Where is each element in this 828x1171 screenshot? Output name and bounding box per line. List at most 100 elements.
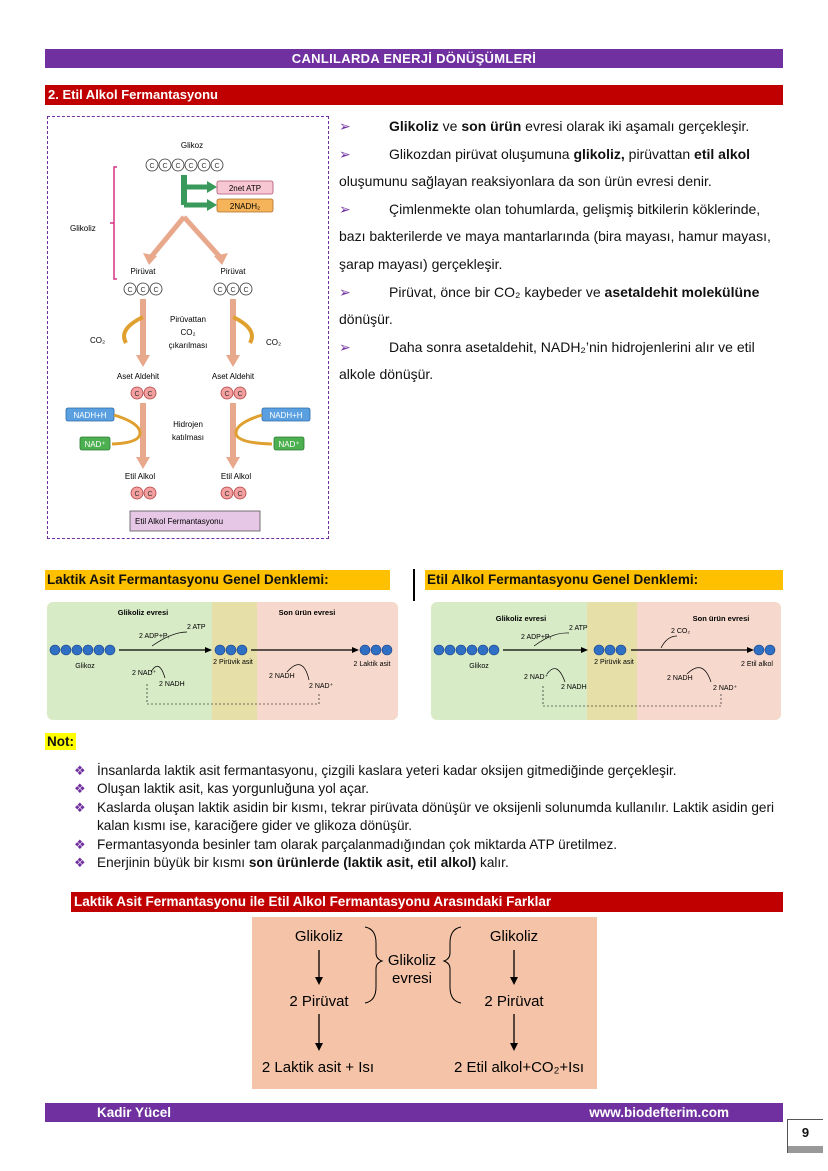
left-brace [364, 926, 384, 1004]
svg-text:Hidrojen: Hidrojen [173, 420, 203, 429]
diamond-bullet-icon: ❖ [74, 855, 86, 871]
diamond-bullet-icon: ❖ [74, 781, 86, 797]
svg-text:Glikoz: Glikoz [469, 663, 489, 670]
bullet-item: ➢Daha sonra asetaldehit, NADH₂’nin hidro… [339, 334, 779, 389]
section-title: 2. Etil Alkol Fermantasyonu [45, 85, 783, 105]
etil-right-label: Etil Alkol [221, 472, 251, 481]
diff-glikoliz-left: Glikoliz [295, 928, 343, 945]
svg-text:2 Pirüvik asit: 2 Pirüvik asit [594, 659, 634, 666]
diagram-caption-box [129, 510, 261, 532]
co2-left-label: CO₂ [90, 336, 105, 345]
diff-piruvat-left: 2 Pirüvat [289, 993, 349, 1010]
etil-molecules [130, 486, 247, 500]
svg-text:2 Laktik asit: 2 Laktik asit [354, 661, 391, 668]
lactic-equation-title: Laktik Asit Fermantasyonu Genel Denklemi… [45, 570, 390, 590]
svg-text:C: C [188, 163, 193, 170]
co2-arrow-right [232, 315, 254, 344]
lactic-equation-figure: Glikoliz evresi Son ürün evresi Glikoz 2… [47, 602, 398, 720]
svg-text:2 NAD⁺: 2 NAD⁺ [713, 685, 738, 692]
svg-text:C: C [127, 287, 132, 294]
diff-etil-result: 2 Etil alkol+CO₂+Isı [454, 1059, 584, 1076]
diamond-bullet-icon: ❖ [74, 836, 86, 852]
split-arrow-right [182, 215, 222, 259]
svg-text:2 NAD⁺: 2 NAD⁺ [132, 670, 157, 677]
etil-left-label: Etil Alkol [125, 472, 155, 481]
svg-text:Son ürün evresi: Son ürün evresi [279, 608, 336, 617]
svg-text:2 ADP+Pᵢ: 2 ADP+Pᵢ [521, 634, 551, 641]
svg-text:2 NAD⁺: 2 NAD⁺ [524, 674, 549, 681]
svg-text:NADH+H: NADH+H [269, 411, 302, 420]
site-url: www.biodefterim.com [589, 1105, 729, 1120]
co2-arrow-left [122, 315, 144, 344]
svg-text:NADH+H: NADH+H [73, 411, 106, 420]
bullet-item: ➢Çimlenmekte olan tohumlarda, gelişmiş b… [339, 196, 779, 279]
list-item: ❖Oluşan laktik asit, kas yorgunluğuna yo… [74, 780, 784, 798]
split-arrow-left [149, 215, 186, 259]
svg-text:katılması: katılması [172, 433, 204, 442]
svg-text:Glikoliz evresi: Glikoliz evresi [118, 608, 168, 617]
aset-right-label: Aset Aldehit [212, 372, 255, 381]
list-item: ❖İnsanlarda laktik asit fermantasyonu, ç… [74, 762, 784, 780]
svg-text:C: C [153, 287, 158, 294]
arrow-icon: ➢ [339, 283, 351, 300]
svg-text:NAD⁺: NAD⁺ [278, 440, 299, 449]
nadh-h-right-badge [261, 407, 311, 422]
svg-text:C: C [243, 287, 248, 294]
arrow-icon: ➢ [339, 200, 351, 217]
aset-molecules [130, 386, 247, 400]
svg-text:Glikoliz evresi: Glikoliz evresi [496, 614, 546, 623]
co2-right-label: CO₂ [266, 338, 281, 347]
glikoliz-brace [113, 166, 117, 280]
list-item: ❖Fermantasyonda besinler tam olarak parç… [74, 836, 784, 854]
svg-text:C: C [175, 163, 180, 170]
svg-text:C: C [162, 163, 167, 170]
svg-text:C: C [237, 491, 242, 498]
svg-text:C: C [217, 287, 222, 294]
diamond-bullet-icon: ❖ [74, 763, 86, 778]
bullet-item: ➢Pirüvat, önce bir CO₂ kaybeder ve aseta… [339, 279, 779, 334]
nadh-h-left-badge [65, 407, 115, 422]
svg-text:2 ADP+Pᵢ: 2 ADP+Pᵢ [139, 633, 169, 640]
svg-text:2 NADH: 2 NADH [269, 673, 295, 680]
page-footer: Kadir Yücel www.biodefterim.com [45, 1103, 783, 1122]
author-name: Kadir Yücel [97, 1105, 172, 1120]
piruvat-molecules [123, 282, 253, 296]
diamond-bullet-icon: ❖ [74, 799, 86, 815]
svg-text:2 ATP: 2 ATP [187, 624, 206, 631]
diff-glikoliz-right: Glikoliz [490, 928, 538, 945]
diagram-caption: Etil Alkol Fermantasyonu [135, 517, 223, 526]
nad-right-badge [273, 436, 305, 451]
svg-text:C: C [230, 287, 235, 294]
svg-text:NAD⁺: NAD⁺ [84, 440, 105, 449]
svg-text:2 Pirüvik asit: 2 Pirüvik asit [213, 659, 253, 666]
nadh-badge [216, 198, 274, 213]
piruvat-left-label: Pirüvat [131, 267, 157, 276]
atp-badge [216, 180, 274, 195]
list-item: ❖Enerjinin büyük bir kısmı son ürünlerde… [74, 854, 784, 872]
svg-text:Glikoliz: Glikoliz [388, 952, 436, 969]
note-list: ❖İnsanlarda laktik asit fermantasyonu, ç… [74, 762, 784, 872]
svg-text:Glikoz: Glikoz [75, 663, 95, 670]
arrow-icon: ➢ [339, 118, 351, 134]
svg-text:2 NADH: 2 NADH [159, 681, 185, 688]
arrow-icon: ➢ [339, 338, 351, 355]
diff-piruvat-right: 2 Pirüvat [484, 993, 544, 1010]
svg-text:C: C [149, 163, 154, 170]
diff-laktik-result: 2 Laktik asit + Isı [262, 1059, 374, 1076]
svg-text:Pirüvattan: Pirüvattan [170, 315, 206, 324]
svg-text:evresi: evresi [392, 970, 432, 987]
svg-text:2NADH₂: 2NADH₂ [230, 202, 260, 211]
svg-text:C: C [214, 163, 219, 170]
svg-text:C: C [134, 491, 139, 498]
ethyl-equation-title: Etil Alkol Fermantasyonu Genel Denklemi: [425, 570, 783, 590]
nad-left-badge [79, 436, 111, 451]
differences-figure: Glikoliz Glikoliz Glikoliz evresi 2 Pirü… [252, 917, 597, 1089]
svg-text:C: C [224, 391, 229, 398]
bullet-item: ➢Glikoliz ve son ürün evresi olarak iki … [339, 113, 779, 141]
piruvat-right-label: Pirüvat [221, 267, 247, 276]
page-header-title: CANLILARDA ENERJİ DÖNÜŞÜMLERİ [45, 49, 783, 68]
svg-text:C: C [134, 391, 139, 398]
